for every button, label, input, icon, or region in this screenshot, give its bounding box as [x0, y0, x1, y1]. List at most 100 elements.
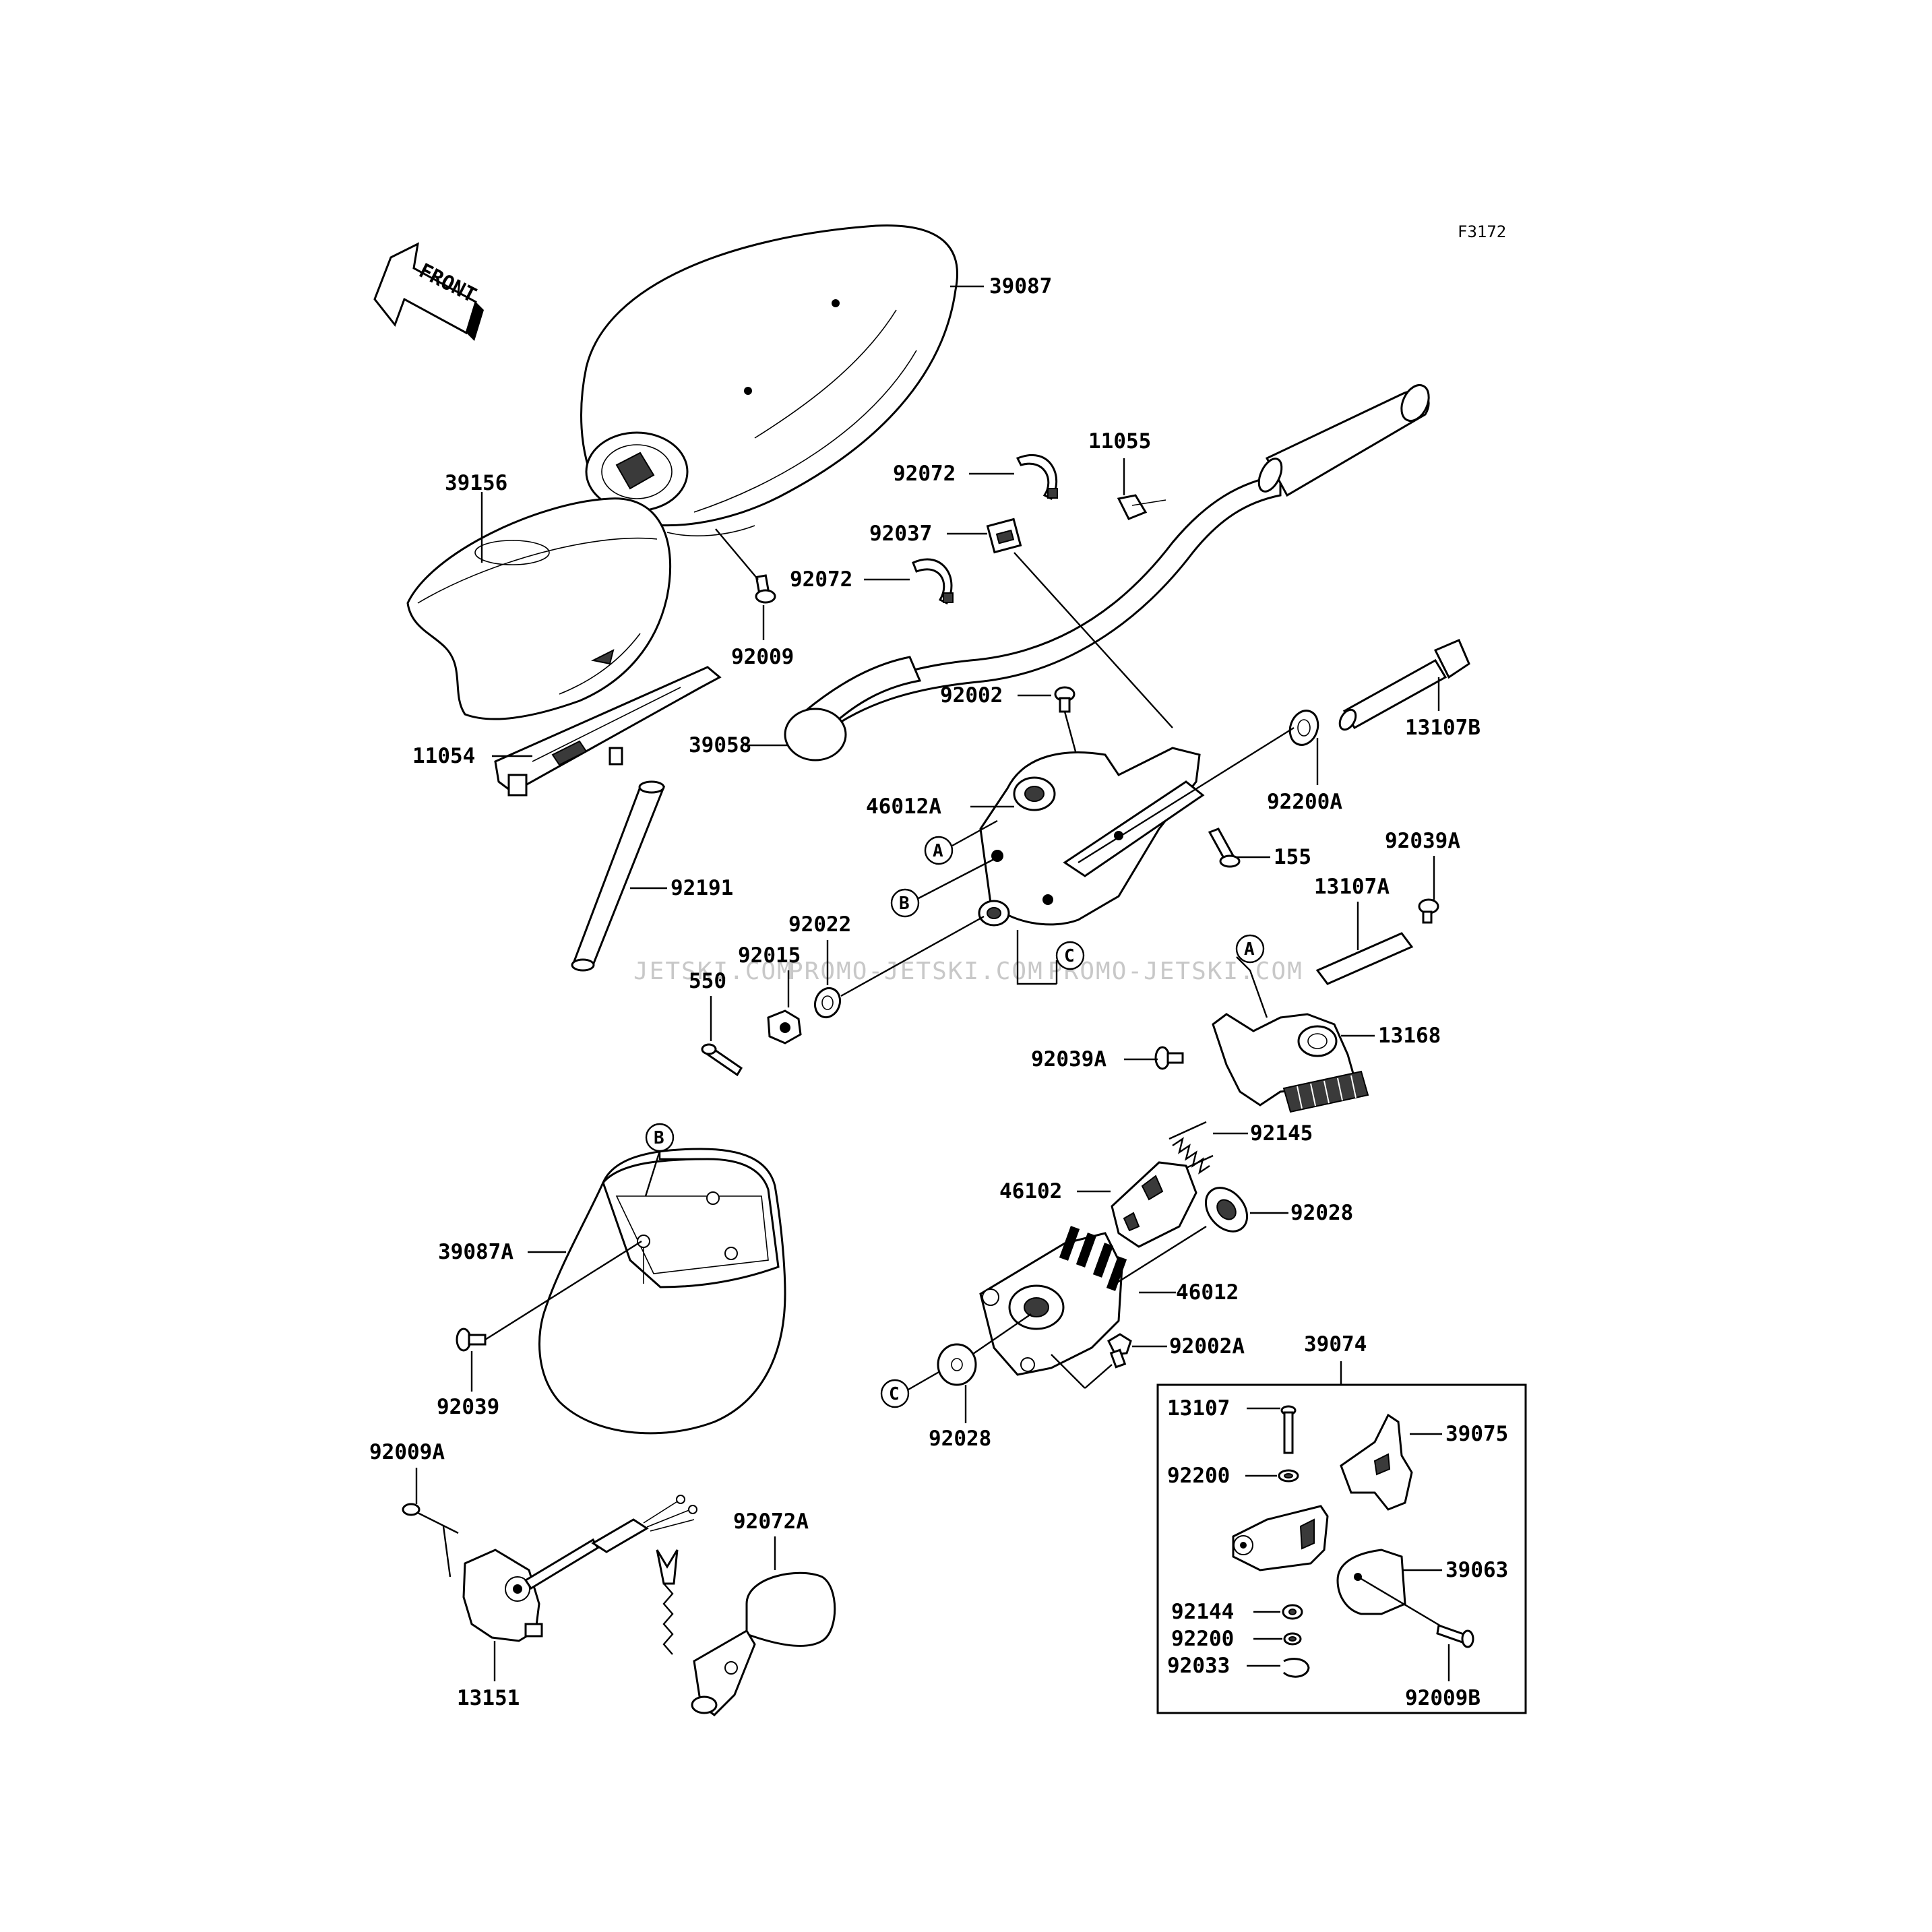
label-13151: 13151 — [457, 1686, 520, 1710]
label-39058: 39058 — [689, 733, 751, 757]
ref-marker-c1: C — [1055, 941, 1085, 970]
svg-text:B: B — [654, 1128, 664, 1148]
label-13107A: 13107A — [1314, 875, 1390, 899]
label-92028-bottom: 92028 — [929, 1427, 991, 1451]
watermark-2: PROMO-JETSKI.COM — [788, 958, 1044, 985]
bracket-39075 — [1340, 1413, 1413, 1511]
clip-11055 — [1117, 494, 1166, 520]
bolt-92002A — [1107, 1333, 1132, 1369]
label-92037: 92037 — [869, 522, 932, 546]
label-92144: 92144 — [1171, 1600, 1234, 1624]
handlebar-lower-cover — [406, 497, 672, 720]
washer-92200-lower — [1283, 1632, 1302, 1646]
washer-92028-right — [1204, 1187, 1249, 1233]
screw-92009A — [402, 1503, 459, 1534]
label-155: 155 — [1274, 845, 1311, 869]
clamp-92072-upper — [1016, 454, 1058, 500]
handlebar-39058 — [784, 384, 1430, 761]
label-39074: 39074 — [1304, 1332, 1367, 1357]
svg-text:A: A — [933, 841, 943, 861]
watermark-3: PROMO-JETSKI.COM — [1048, 958, 1303, 985]
label-92002: 92002 — [940, 683, 1003, 708]
pin-92039A-left — [1154, 1046, 1184, 1070]
spring-92144 — [1282, 1604, 1303, 1620]
label-92033: 92033 — [1167, 1654, 1230, 1678]
washer-92200A — [1288, 710, 1319, 746]
label-92039: 92039 — [437, 1395, 499, 1419]
lever-13168 — [1212, 1013, 1369, 1113]
svg-text:B: B — [899, 894, 910, 914]
label-92015: 92015 — [738, 943, 801, 968]
block-46102 — [1111, 1161, 1197, 1248]
label-92072A: 92072A — [733, 1509, 809, 1534]
label-92072-lower: 92072 — [790, 567, 852, 592]
pin-92039A-right — [1418, 898, 1439, 924]
label-39087A: 39087A — [438, 1240, 513, 1264]
watermark-1: JETSKI.COM — [633, 958, 793, 985]
tube-92191 — [571, 780, 666, 972]
washer-92200-upper — [1278, 1469, 1299, 1483]
clamp-92072-lower — [912, 558, 954, 604]
diagram-code: F3172 — [1458, 222, 1506, 241]
label-92028-right: 92028 — [1290, 1201, 1353, 1225]
label-39156: 39156 — [445, 471, 507, 495]
cotter-pin-550 — [701, 1043, 743, 1077]
label-46012: 46012 — [1176, 1280, 1239, 1305]
label-13107B: 13107B — [1405, 716, 1481, 740]
bolt-155 — [1208, 828, 1241, 868]
label-39075: 39075 — [1445, 1422, 1508, 1446]
nut-92015 — [767, 1009, 802, 1045]
bracket-11054 — [494, 666, 722, 797]
bolt-13107B — [1338, 639, 1470, 731]
label-92072-upper: 92072 — [893, 462, 956, 486]
front-arrow-icon: FRONT — [373, 242, 484, 341]
label-11054: 11054 — [412, 744, 475, 768]
pin-13107A — [1315, 932, 1414, 985]
label-92200-upper: 92200 — [1167, 1464, 1230, 1488]
washer-92028-bottom — [937, 1343, 977, 1386]
label-46012A: 46012A — [866, 794, 941, 819]
ref-marker-c2: C — [880, 1379, 910, 1408]
label-550: 550 — [689, 969, 726, 993]
label-92009A: 92009A — [369, 1440, 445, 1464]
ref-marker-b2: B — [645, 1123, 675, 1152]
cover-39063 — [1336, 1549, 1406, 1615]
label-13107: 13107 — [1167, 1396, 1230, 1421]
steering-holder-46012A — [978, 747, 1205, 927]
label-92200-lower: 92200 — [1171, 1627, 1234, 1651]
bolt-92002 — [1054, 686, 1076, 713]
label-92200A: 92200A — [1267, 790, 1342, 814]
label-92022: 92022 — [788, 912, 851, 937]
ref-marker-a1: A — [924, 836, 954, 865]
svg-text:C: C — [889, 1384, 900, 1404]
label-92009B: 92009B — [1405, 1686, 1481, 1710]
handlebar-pad-cover — [580, 224, 958, 536]
pin-92039 — [456, 1328, 487, 1352]
svg-text:C: C — [1064, 946, 1075, 966]
label-46102: 46102 — [999, 1179, 1062, 1204]
steering-holder-46012 — [979, 1226, 1127, 1376]
label-11055: 11055 — [1088, 429, 1151, 454]
circlip-92033 — [1282, 1658, 1310, 1678]
holder-92037 — [986, 518, 1022, 554]
label-92039A-left: 92039A — [1031, 1047, 1107, 1071]
pin-13107 — [1280, 1405, 1297, 1454]
label-92009: 92009 — [731, 645, 794, 669]
lanyard-clip-92072A — [656, 1549, 836, 1716]
throttle-lever-body — [1232, 1505, 1329, 1571]
bolt-92009 — [755, 574, 776, 604]
label-92002A: 92002A — [1169, 1334, 1245, 1359]
switch-13151 — [462, 1495, 697, 1642]
ref-marker-b1: B — [890, 888, 920, 918]
label-39063: 39063 — [1445, 1558, 1508, 1582]
ref-marker-a2: A — [1235, 934, 1265, 964]
cover-39087A — [538, 1148, 786, 1435]
label-92039A-right: 92039A — [1385, 829, 1460, 853]
svg-text:A: A — [1244, 939, 1255, 960]
screw-92009B — [1436, 1623, 1474, 1648]
label-92191: 92191 — [671, 876, 733, 900]
label-92145: 92145 — [1250, 1121, 1313, 1146]
washer-92022 — [813, 987, 842, 1019]
label-13168: 13168 — [1378, 1024, 1441, 1048]
